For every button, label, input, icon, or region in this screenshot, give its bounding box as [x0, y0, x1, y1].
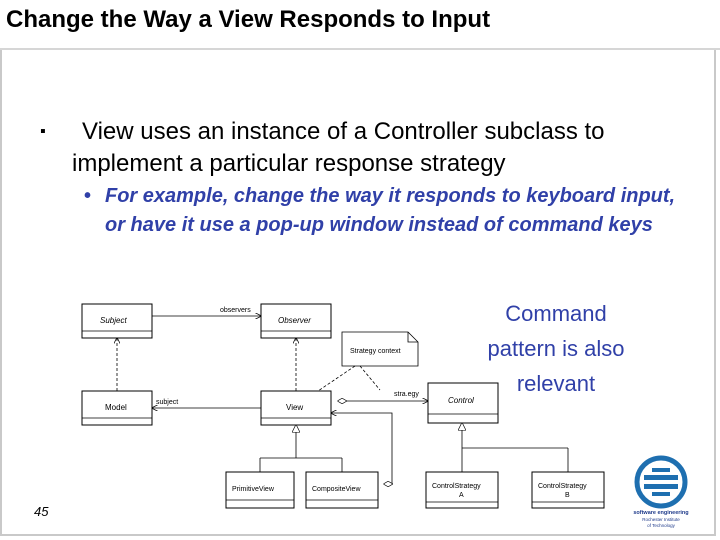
- sub-bullet-text: For example, change the way it responds …: [105, 185, 676, 236]
- class-control-strategy-b-label2: B: [565, 492, 570, 499]
- class-observer-label: Observer: [278, 316, 311, 325]
- class-control: Control: [427, 382, 499, 424]
- note-label: Strategy context: [350, 348, 401, 355]
- square-bullet-icon: ▪: [40, 123, 46, 140]
- class-composite-view-label: CompositeView: [312, 486, 361, 493]
- class-subject-label: Subject: [100, 316, 127, 325]
- class-subject: Subject: [81, 303, 153, 339]
- class-primitive-view-label: PrimitiveView: [232, 486, 275, 493]
- class-control-strategy-b: ControlStrategy B: [531, 471, 605, 509]
- slide-title: Change the Way a View Responds to Input: [6, 6, 491, 33]
- class-control-strategy-a-label1: ControlStrategy: [432, 483, 481, 490]
- main-bullet: ▪ View uses an instance of a Controller …: [40, 116, 680, 180]
- label-subject: subject: [156, 399, 178, 406]
- main-bullet-text: View uses an instance of a Controller su…: [72, 118, 605, 177]
- logo-text-1: software engineering: [633, 510, 688, 516]
- title-bar: Change the Way a View Responds to Input: [0, 0, 720, 48]
- side-note: Command pattern is also relevant: [487, 301, 625, 396]
- class-control-strategy-b-label1: ControlStrategy: [538, 483, 587, 490]
- logo-ring-icon: [634, 455, 688, 509]
- class-model-label: Model: [105, 403, 127, 412]
- class-model: Model: [81, 390, 153, 426]
- aggregation-composite: [331, 413, 392, 484]
- title-divider: [0, 48, 720, 50]
- class-observer: Observer: [260, 303, 332, 339]
- class-view: View: [260, 390, 332, 426]
- dot-bullet-icon: •: [84, 185, 92, 207]
- label-strategy: stra.egy: [394, 391, 419, 398]
- class-control-strategy-a-label2: A: [459, 492, 464, 499]
- class-primitive-view: PrimitiveView: [225, 471, 295, 509]
- class-control-strategy-a: ControlStrategy A: [425, 471, 499, 509]
- label-observers: observers: [220, 307, 251, 314]
- class-view-label: View: [286, 403, 303, 412]
- logo-text-3: of Technology: [647, 523, 675, 528]
- note-strategy-context: Strategy context: [341, 331, 419, 367]
- class-composite-view: CompositeView: [305, 471, 379, 509]
- sub-bullet: • For example, change the way it respond…: [84, 182, 684, 240]
- note-link-control: [359, 365, 381, 391]
- logo-text-2: Rochester Institute: [642, 517, 680, 522]
- mvc-class-diagram: Subject Observer observers Model View su…: [80, 298, 610, 512]
- note-link-view: [317, 365, 356, 392]
- class-control-label: Control: [448, 396, 474, 405]
- rit-software-engineering-logo: software engineering Rochester Institute…: [630, 454, 692, 530]
- page-number: 45: [34, 504, 49, 519]
